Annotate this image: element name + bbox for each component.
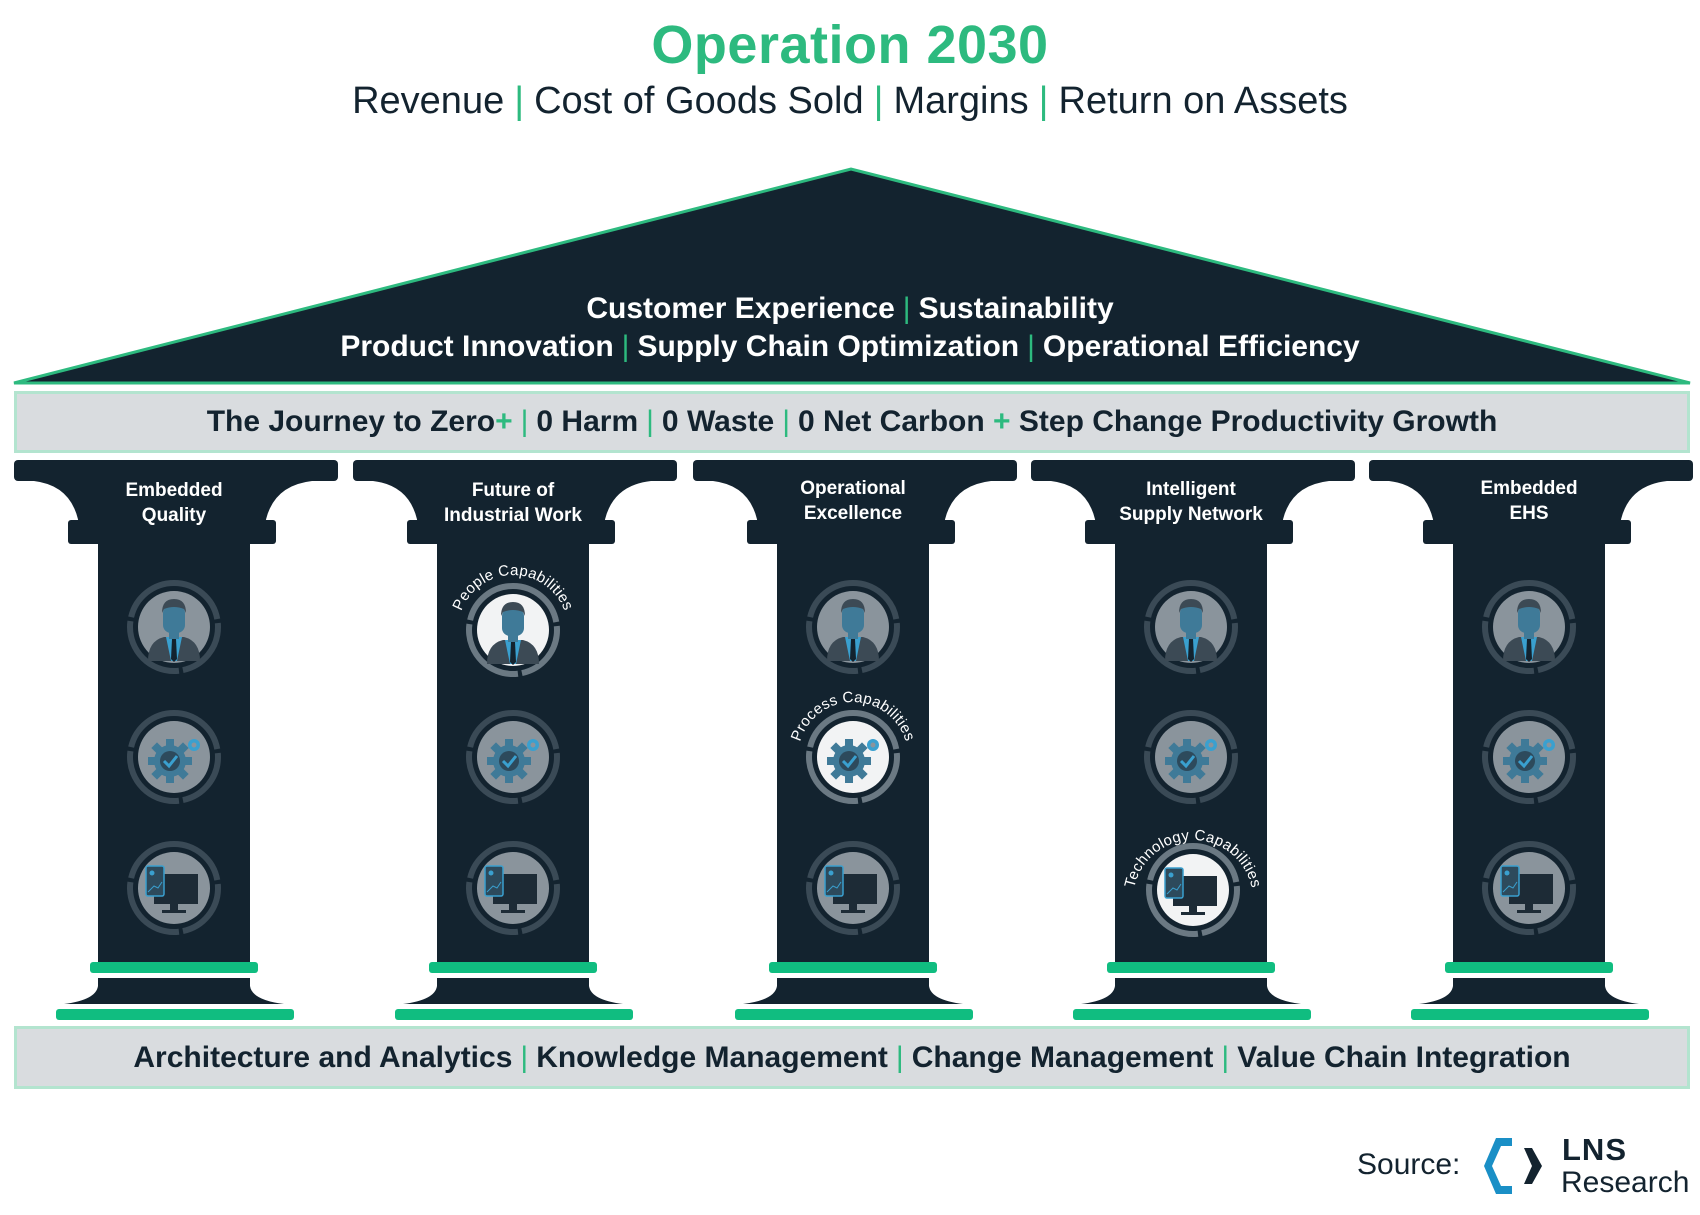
separator: |	[1038, 80, 1049, 122]
pillar-label-line: Embedded	[1480, 478, 1578, 499]
metrics-line: Revenue|Cost of Goods Sold|Margins|Retur…	[0, 80, 1700, 123]
pillar-label-line: EHS	[1509, 503, 1549, 524]
plus-icon: +	[993, 405, 1011, 438]
separator: |	[646, 405, 654, 438]
goal-sustainability: Sustainability	[918, 292, 1114, 325]
separator: |	[782, 405, 790, 438]
journey-lead: The Journey to Zero	[206, 405, 496, 438]
journey-carbon: 0 Net Carbon	[797, 405, 985, 438]
page-title: Operation 2030	[651, 15, 1049, 75]
separator: |	[1221, 1041, 1230, 1074]
foundation-value-chain: Value Chain Integration	[1237, 1041, 1571, 1074]
metric-roa: Return on Assets	[1058, 80, 1348, 122]
separator: |	[895, 1041, 904, 1074]
separator: |	[514, 80, 525, 122]
goal-product-innovation: Product Innovation	[340, 330, 614, 363]
pillar-label-future-of-industrial-work: Future of Industrial Work	[393, 478, 633, 528]
plus-icon: +	[495, 405, 513, 438]
separator: |	[1027, 330, 1035, 363]
foundation-architecture: Architecture and Analytics	[133, 1041, 513, 1074]
pillar-label-line: Excellence	[803, 503, 903, 524]
journey-harm: 0 Harm	[536, 405, 639, 438]
pillar-label-line: Industrial Work	[444, 505, 582, 526]
brand-name: LNS	[1562, 1132, 1627, 1167]
foundation-change: Change Management	[911, 1041, 1214, 1074]
pillar-label-line: Supply Network	[1119, 504, 1263, 525]
separator: |	[902, 292, 911, 325]
brand-subtitle: Research	[1561, 1166, 1690, 1199]
metric-revenue: Revenue	[352, 80, 505, 122]
goal-operational-efficiency: Operational Efficiency	[1042, 330, 1360, 363]
roof-goals-line-2: Product Innovation|Supply Chain Optimiza…	[0, 330, 1700, 364]
separator: |	[873, 80, 884, 122]
lns-logo-icon	[1484, 1138, 1542, 1194]
foundation-knowledge: Knowledge Management	[536, 1041, 888, 1074]
pillar-label-embedded-quality: Embedded Quality	[54, 478, 294, 528]
pillar-label-line: Operational	[800, 478, 906, 499]
goal-customer-experience: Customer Experience	[586, 292, 895, 325]
source-label: Source:	[1357, 1148, 1461, 1181]
separator: |	[520, 1041, 529, 1074]
foundation-banner: Architecture and Analytics|Knowledge Man…	[14, 1026, 1690, 1089]
pillar-label-line: Future of	[471, 480, 555, 501]
metric-cogs: Cost of Goods Sold	[534, 80, 864, 122]
pillar-label-embedded-ehs: Embedded EHS	[1409, 476, 1649, 526]
separator: |	[621, 330, 630, 363]
pillar-label-intelligent-supply-network: Intelligent Supply Network	[1071, 477, 1311, 527]
metric-margins: Margins	[893, 80, 1029, 122]
roof-goals-line-1: Customer Experience|Sustainability	[0, 292, 1700, 326]
pillar-label-operational-excellence: Operational Excellence	[733, 476, 973, 526]
pillar-label-line: Embedded	[125, 480, 223, 501]
journey-banner: The Journey to Zero+|0 Harm|0 Waste|0 Ne…	[14, 391, 1690, 453]
roof	[13, 167, 1691, 385]
goal-supply-chain-optimization: Supply Chain Optimization	[637, 330, 1020, 363]
journey-waste: 0 Waste	[661, 405, 775, 438]
pillar-label-line: Intelligent	[1146, 479, 1236, 500]
journey-productivity: Step Change Productivity Growth	[1018, 405, 1498, 438]
separator: |	[520, 405, 529, 438]
pillar-label-line: Quality	[141, 505, 207, 526]
